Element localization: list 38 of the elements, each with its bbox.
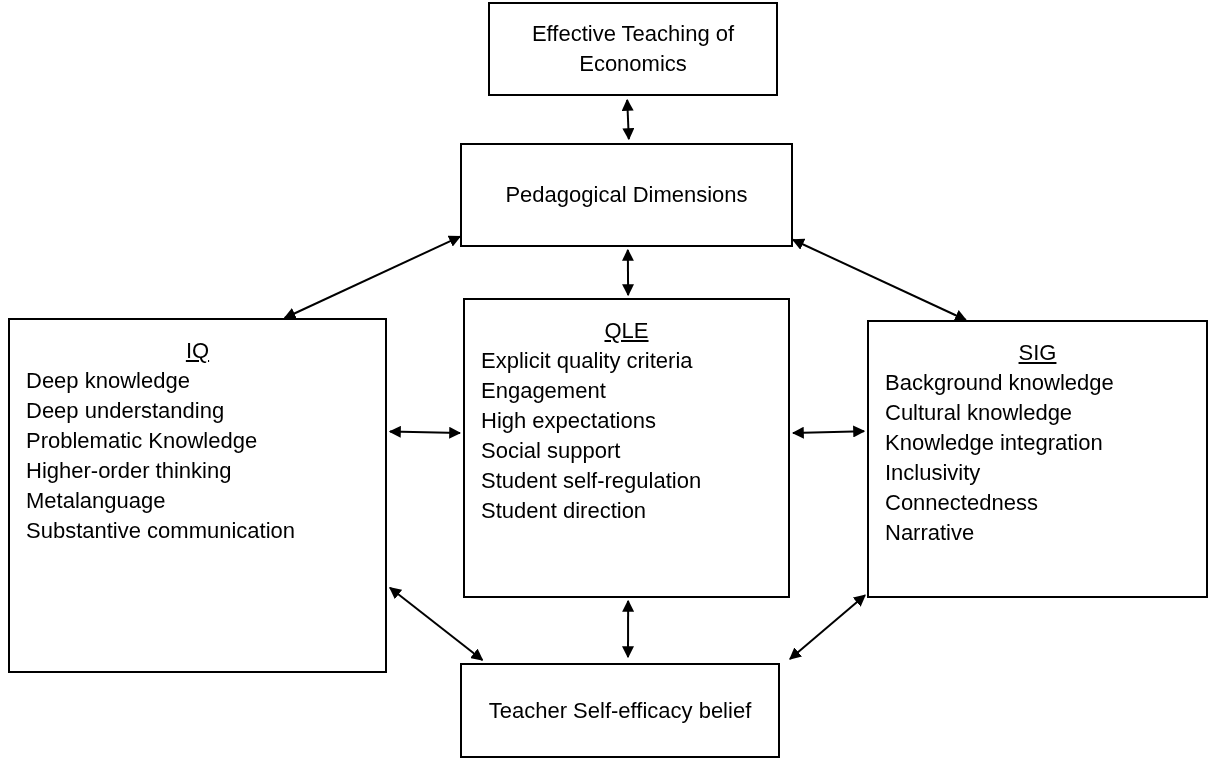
box-text: Effective Teaching of Economics <box>530 20 736 78</box>
list-item: Cultural knowledge <box>885 399 1074 427</box>
double-arrow <box>389 586 484 661</box>
list-item: High expectations <box>481 407 657 435</box>
list-item: Student direction <box>481 497 648 525</box>
double-arrow <box>388 425 462 439</box>
box-heading: IQ <box>185 337 210 365</box>
list-item: Metalanguage <box>26 487 167 515</box>
box-heading: QLE <box>604 317 649 345</box>
list-item: Deep understanding <box>26 397 226 425</box>
list-item: Knowledge integration <box>885 429 1104 457</box>
double-arrow <box>791 425 866 439</box>
list-item: Higher-order thinking <box>26 457 233 485</box>
list-item: Explicit quality criteria <box>481 347 694 375</box>
list-item: Problematic Knowledge <box>26 427 259 455</box>
process-box <box>867 320 1208 598</box>
process-box <box>460 143 793 247</box>
process-box <box>463 298 790 598</box>
double-arrow <box>789 594 866 660</box>
list-item: Background knowledge <box>885 369 1115 397</box>
list-item: Engagement <box>481 377 607 405</box>
list-item: Inclusivity <box>885 459 982 487</box>
process-box <box>488 2 778 96</box>
list-item: Connectedness <box>885 489 1039 517</box>
double-arrow <box>622 599 635 659</box>
list-item: Narrative <box>885 519 976 547</box>
process-box <box>8 318 387 673</box>
box-text: Teacher Self-efficacy belief <box>488 696 752 725</box>
double-arrow <box>283 235 462 319</box>
list-item: Substantive communication <box>26 517 297 545</box>
box-heading: SIG <box>1018 339 1057 367</box>
list-item: Student self-regulation <box>481 467 703 495</box>
list-item: Deep knowledge <box>26 367 191 395</box>
double-arrow <box>621 248 635 297</box>
double-arrow <box>621 98 635 141</box>
list-item: Social support <box>481 437 622 465</box>
process-box <box>460 663 780 758</box>
box-text: Pedagogical Dimensions <box>505 181 748 209</box>
